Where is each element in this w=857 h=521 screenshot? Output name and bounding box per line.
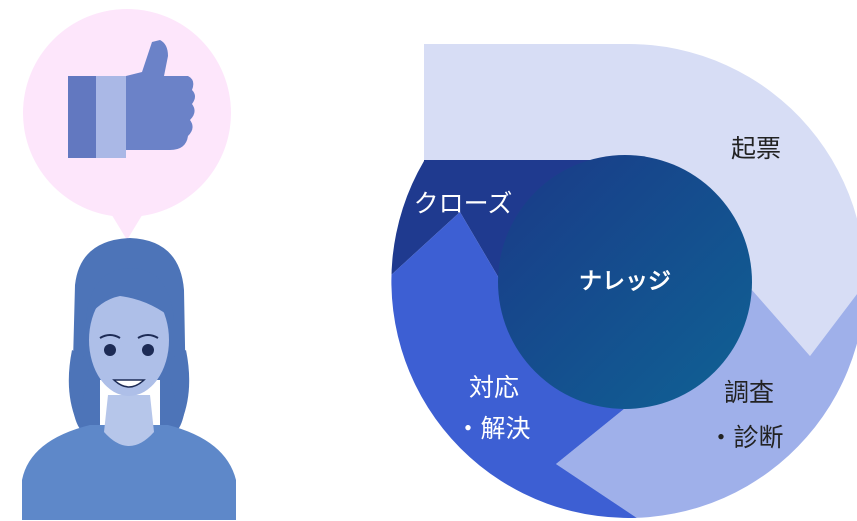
cycle-segment-4 [391, 160, 620, 280]
thumbs-up-icon [68, 40, 195, 158]
cycle-diagram: ナレッジ 起票 調査 ・診断 対応 ・解決 クローズ [391, 43, 857, 518]
cycle-center [498, 155, 752, 409]
person-avatar [22, 238, 236, 520]
step-label-chousa-line2: ・診断 [708, 423, 783, 452]
step-label-taiou-line1: 対応 [469, 373, 519, 402]
step-label-taiou-line2: ・解決 [455, 414, 530, 443]
step-label-close: クローズ [414, 189, 513, 218]
center-label: ナレッジ [579, 269, 671, 295]
step-label-kihyo: 起票 [731, 134, 781, 163]
step-label-chousa-line1: 調査 [724, 378, 774, 407]
